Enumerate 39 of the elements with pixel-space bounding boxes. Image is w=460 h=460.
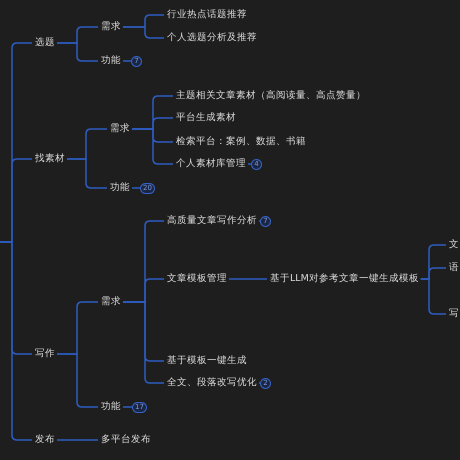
topic-label: 发布 bbox=[32, 434, 57, 446]
topic-label: 写作 bbox=[32, 348, 57, 360]
branch-line bbox=[67, 158, 107, 189]
topic-label: 功能 bbox=[98, 401, 123, 413]
branch-line bbox=[57, 42, 98, 62]
branch-line bbox=[229, 278, 267, 280]
branch-line bbox=[0, 241, 32, 441]
topic-label: 多平台发布 bbox=[98, 434, 153, 446]
branch-line bbox=[123, 26, 164, 39]
topic-label: 个人素材库管理 bbox=[173, 158, 248, 170]
topic-label: 文 bbox=[446, 239, 460, 251]
topic-label: 选题 bbox=[32, 37, 57, 49]
branch-line bbox=[132, 187, 140, 189]
topic-label: 功能 bbox=[107, 182, 132, 194]
topic-label: 基于LLM对参考文章一键生成模板 bbox=[267, 273, 421, 285]
topic-label: 高质量文章写作分析 bbox=[164, 215, 259, 227]
branch-line bbox=[132, 128, 173, 165]
topic-label: 个人选题分析及推荐 bbox=[164, 32, 259, 44]
topic-label: 写 bbox=[446, 308, 460, 320]
branch-line bbox=[123, 406, 132, 408]
topic-label: 功能 bbox=[98, 55, 123, 67]
topic-label: 全文、段落改写优化 bbox=[164, 377, 259, 389]
branch-line bbox=[248, 163, 251, 165]
topic-label: 需求 bbox=[98, 296, 123, 308]
topic-label: 找素材 bbox=[32, 153, 67, 165]
topic-label: 需求 bbox=[107, 123, 132, 135]
topic-label: 基于模板一键生成 bbox=[164, 355, 249, 367]
branch-line bbox=[57, 353, 98, 408]
topic-label: 主题相关文章素材（高阅读量、高点赞量） bbox=[173, 90, 368, 102]
branch-line bbox=[123, 60, 131, 62]
topic-label: 检索平台：案例、数据、书籍 bbox=[173, 136, 308, 148]
topic-label: 文章模板管理 bbox=[164, 273, 229, 285]
branch-line bbox=[123, 301, 164, 384]
topic-label: 平台生成素材 bbox=[173, 112, 238, 124]
branch-line bbox=[57, 439, 98, 441]
topic-label: 行业热点话题推荐 bbox=[164, 9, 249, 21]
topic-label: 语 bbox=[446, 262, 460, 274]
topic-label: 需求 bbox=[98, 21, 123, 33]
branch-line bbox=[420, 278, 446, 315]
